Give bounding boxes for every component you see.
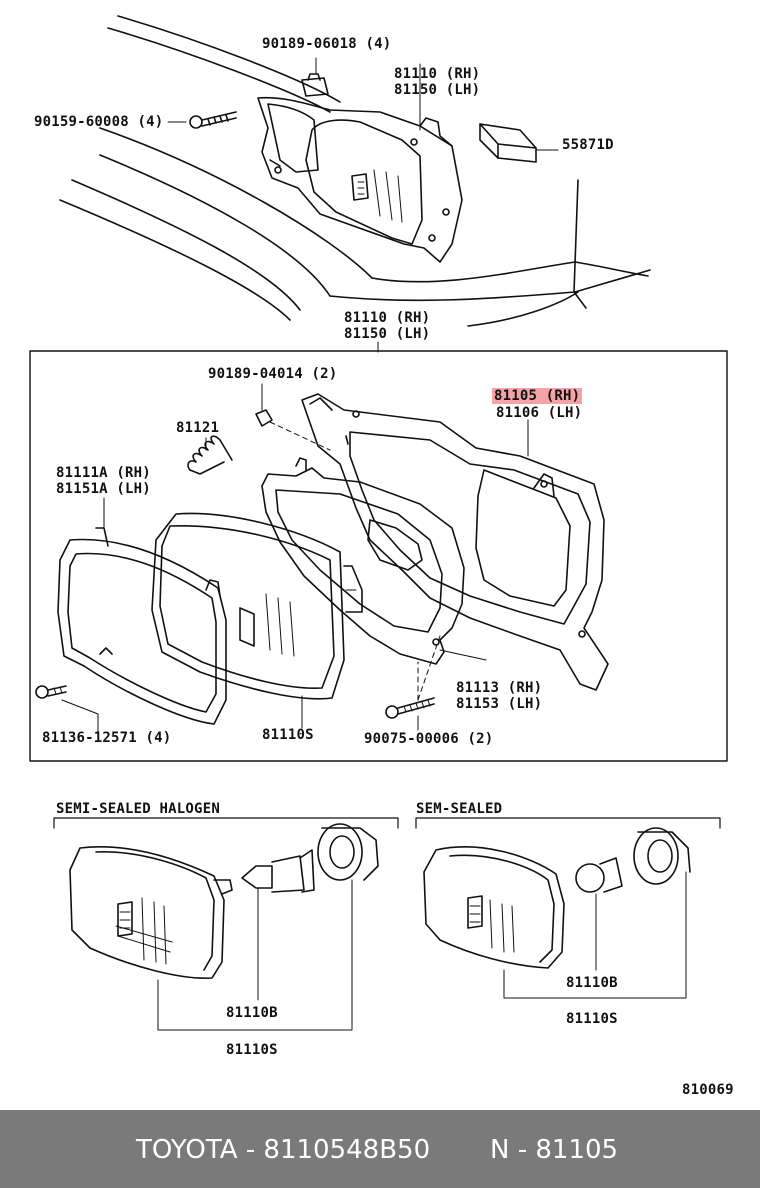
sem-sealed-lamp-unit (424, 847, 686, 998)
halogen-bulb (242, 850, 314, 1000)
sem-sealed-bulb-label: 81110B (566, 975, 618, 991)
bracket-label-lh: 81153 (LH) (456, 696, 543, 712)
lamp-rim (58, 498, 226, 724)
top-clip-label: 90189-06018 (4) (262, 36, 392, 52)
sem-sealed-bulb (576, 858, 622, 970)
top-screw-label: 90159-60008 (4) (34, 114, 164, 130)
top-clip (302, 58, 328, 96)
parts-diagram: 90189-06018 (4) 81110 (RH) 81150 (LH) 90… (0, 0, 760, 1110)
screw-left (36, 686, 98, 732)
seal-55871d (480, 124, 558, 162)
rim-label-lh: 81151A (LH) (56, 481, 151, 497)
figure-number: 810069 (682, 1082, 734, 1098)
sem-sealed-assembly-label: 81110S (566, 1011, 618, 1027)
bracket-part (262, 458, 486, 664)
assembly-box (30, 351, 727, 761)
brand-part-number: TOYOTA - 8110548B50 (136, 1135, 431, 1165)
small-clip (256, 384, 272, 426)
housing-part (302, 394, 608, 690)
variant-brackets (54, 818, 720, 828)
assembly-unit-label-rh: 81110 (RH) (344, 310, 431, 326)
top-unit-label-rh: 81110 (RH) (394, 66, 481, 82)
lamp-label: 81110S (262, 727, 314, 743)
rim-label-rh: 81111A (RH) (56, 465, 151, 481)
variant-title-halogen: SEMI-SEALED HALOGEN (56, 801, 220, 817)
small-clip-label: 90189-04014 (2) (208, 366, 338, 382)
spring-label: 81121 (176, 420, 220, 436)
car-body-outline (60, 16, 650, 326)
sem-sealed-socket (634, 828, 690, 884)
sealed-beam-lamp (152, 513, 362, 728)
spring-81121 (188, 436, 232, 474)
halogen-assembly-label: 81110S (226, 1042, 278, 1058)
diagram-drawing (0, 0, 760, 1110)
assembly-unit-label-lh: 81150 (LH) (344, 326, 431, 342)
halogen-lamp-unit (70, 847, 352, 1030)
top-unit-label-lh: 81150 (LH) (394, 82, 481, 98)
halogen-socket (318, 824, 378, 880)
alignment-lines (270, 422, 440, 700)
reference-number: N - 81105 (490, 1135, 619, 1165)
variant-title-sem-sealed: SEM-SEALED (416, 801, 503, 817)
screw-right (386, 698, 434, 730)
top-headlamp-unit (258, 64, 462, 262)
screw-right-label: 90075-00006 (2) (364, 731, 494, 747)
halogen-bulb-label: 81110B (226, 1005, 278, 1021)
bracket-label-rh: 81113 (RH) (456, 680, 543, 696)
housing-label-lh: 81106 (LH) (496, 405, 583, 421)
part-footer-bar: TOYOTA - 8110548B50 N - 81105 (0, 1110, 760, 1188)
top-screw (168, 112, 236, 128)
housing-label-rh: 81105 (RH) (492, 388, 583, 404)
screw-left-label: 81136-12571 (4) (42, 730, 172, 746)
seal-label: 55871D (562, 137, 614, 153)
